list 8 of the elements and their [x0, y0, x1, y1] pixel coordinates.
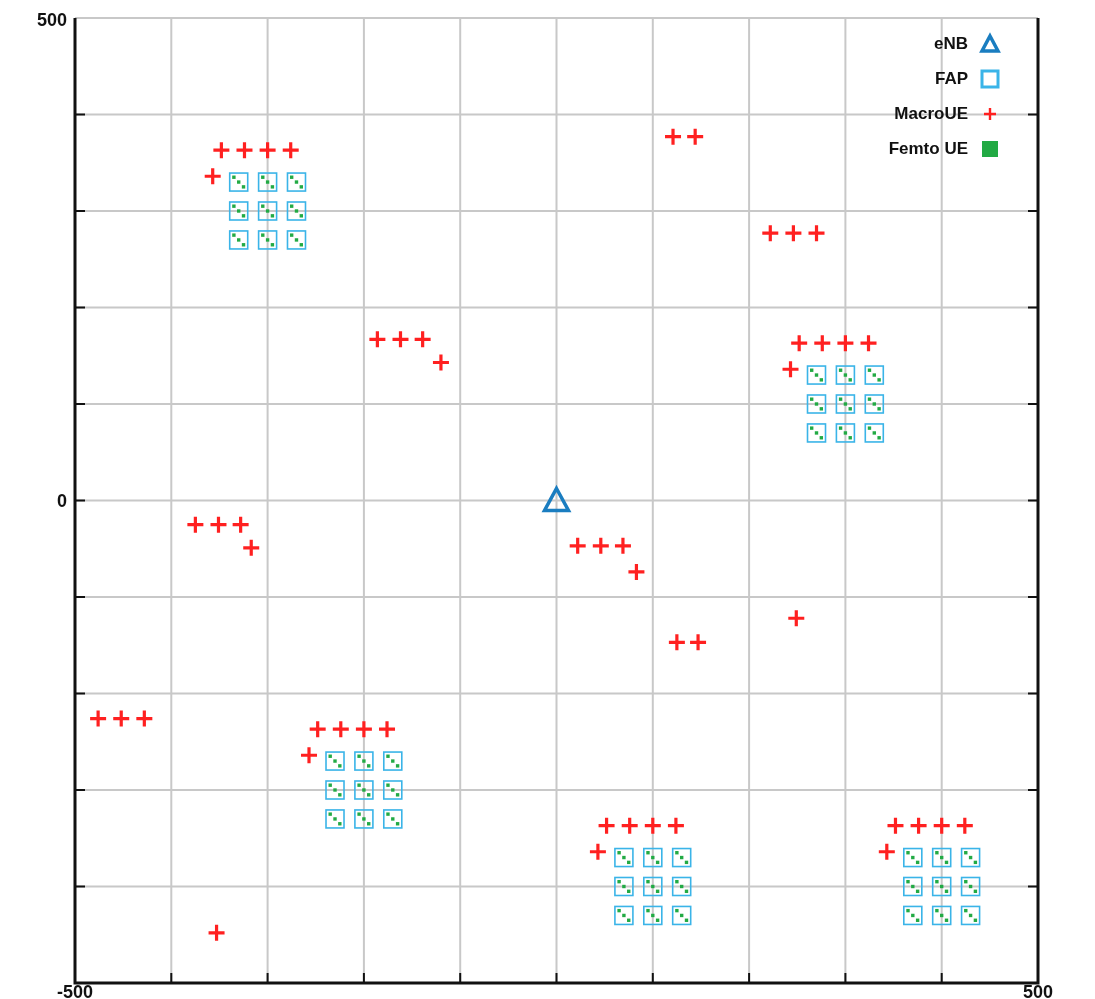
y-tick-label: 500: [36, 10, 67, 30]
legend-label: eNB: [934, 34, 968, 54]
x-tick-label: -500: [57, 986, 93, 999]
x-tick-label: 500: [1023, 986, 1053, 999]
legend-label: MacroUE: [894, 104, 968, 124]
legend-label: Femto UE: [888, 139, 968, 159]
legend-label: FAP: [934, 69, 968, 89]
y-tick-label: 0: [57, 490, 67, 511]
